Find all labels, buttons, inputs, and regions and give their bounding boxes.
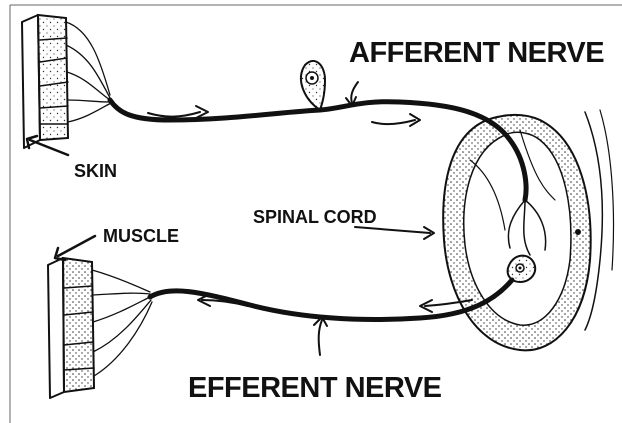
skin-tissue: [22, 15, 111, 148]
muscle-label: MUSCLE: [103, 226, 179, 246]
skin-label: SKIN: [74, 161, 117, 181]
efferent-nerve-label: EFFERENT NERVE: [188, 372, 442, 404]
muscle-tissue: [48, 258, 152, 398]
sensory-ganglion-cell: [301, 61, 325, 110]
spinal-cord-section: [443, 110, 613, 350]
spinal-cord-label: SPINAL CORD: [253, 207, 377, 227]
afferent-nerve-label: AFFERENT NERVE: [349, 37, 604, 69]
